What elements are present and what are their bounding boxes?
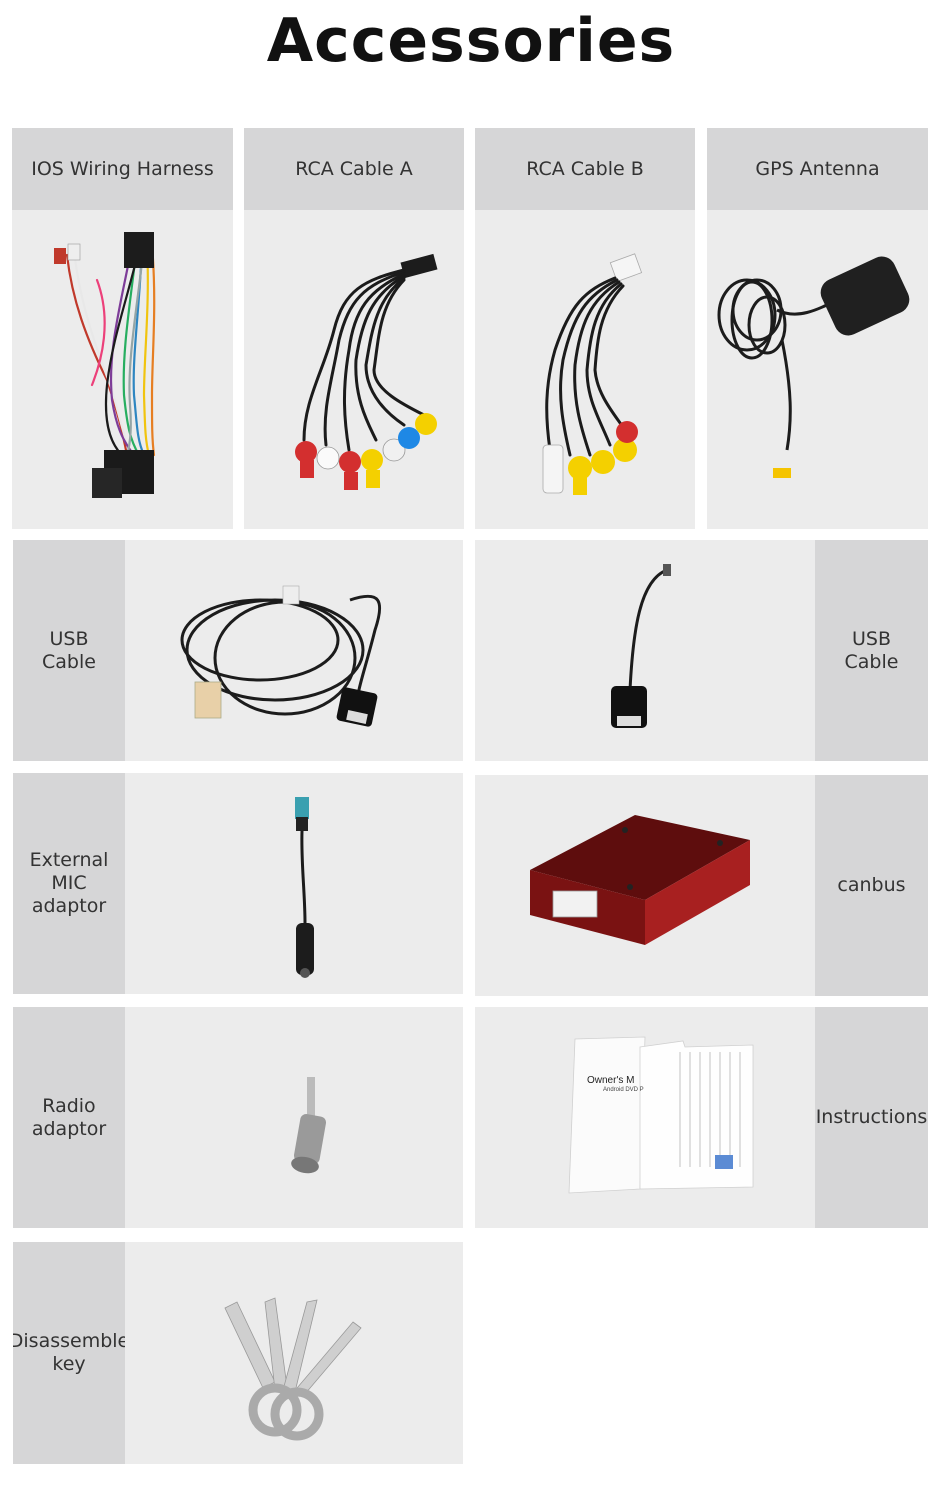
card-label: GPS Antenna xyxy=(707,128,928,210)
usb-cable-long-image xyxy=(125,540,463,761)
card-label: Instructions xyxy=(815,1007,928,1228)
accessory-card-usb-cable-long: USB Cable xyxy=(13,540,463,761)
radio-adaptor-image xyxy=(125,1007,463,1228)
accessory-card-instructions: Owner's M Android DVD P Instructions xyxy=(475,1007,928,1228)
card-label: RCA Cable A xyxy=(244,128,464,210)
mic-adaptor-image xyxy=(125,773,463,994)
accessory-card-rca-cable-a: RCA Cable A xyxy=(244,128,464,529)
card-label: USB Cable xyxy=(13,540,125,761)
disassemble-keys-image xyxy=(125,1242,463,1464)
card-label: External MIC adaptor xyxy=(13,773,125,994)
accessory-card-mic-adaptor: External MIC adaptor xyxy=(13,773,463,994)
card-label: Radio adaptor xyxy=(13,1007,125,1228)
gps-antenna-image xyxy=(707,210,928,529)
card-label: IOS Wiring Harness xyxy=(12,128,233,210)
manual-title: Owner's M xyxy=(587,1075,635,1086)
accessory-card-disassemble-key: Disassemble key xyxy=(13,1242,463,1464)
accessory-card-canbus: canbus xyxy=(475,775,928,996)
manual-subtitle: Android DVD P xyxy=(603,1087,644,1093)
canbus-box-image xyxy=(475,775,815,996)
card-label: RCA Cable B xyxy=(475,128,695,210)
accessory-card-rca-cable-b: RCA Cable B xyxy=(475,128,695,529)
manual-image: Owner's M Android DVD P xyxy=(475,1007,815,1228)
rca-cable-a-image xyxy=(244,210,464,529)
accessory-card-usb-cable-short: USB Cable xyxy=(475,540,928,761)
accessory-card-gps-antenna: GPS Antenna xyxy=(707,128,928,529)
rca-cable-b-image xyxy=(475,210,695,529)
page-title: Accessories xyxy=(266,6,676,76)
usb-cable-short-image xyxy=(475,540,815,761)
card-label: USB Cable xyxy=(815,540,928,761)
accessory-card-wiring-harness: IOS Wiring Harness xyxy=(12,128,233,529)
card-label: Disassemble key xyxy=(13,1242,129,1464)
card-label: canbus xyxy=(815,775,928,996)
accessory-card-radio-adaptor: Radio adaptor xyxy=(13,1007,463,1228)
wiring-harness-image xyxy=(12,210,233,529)
